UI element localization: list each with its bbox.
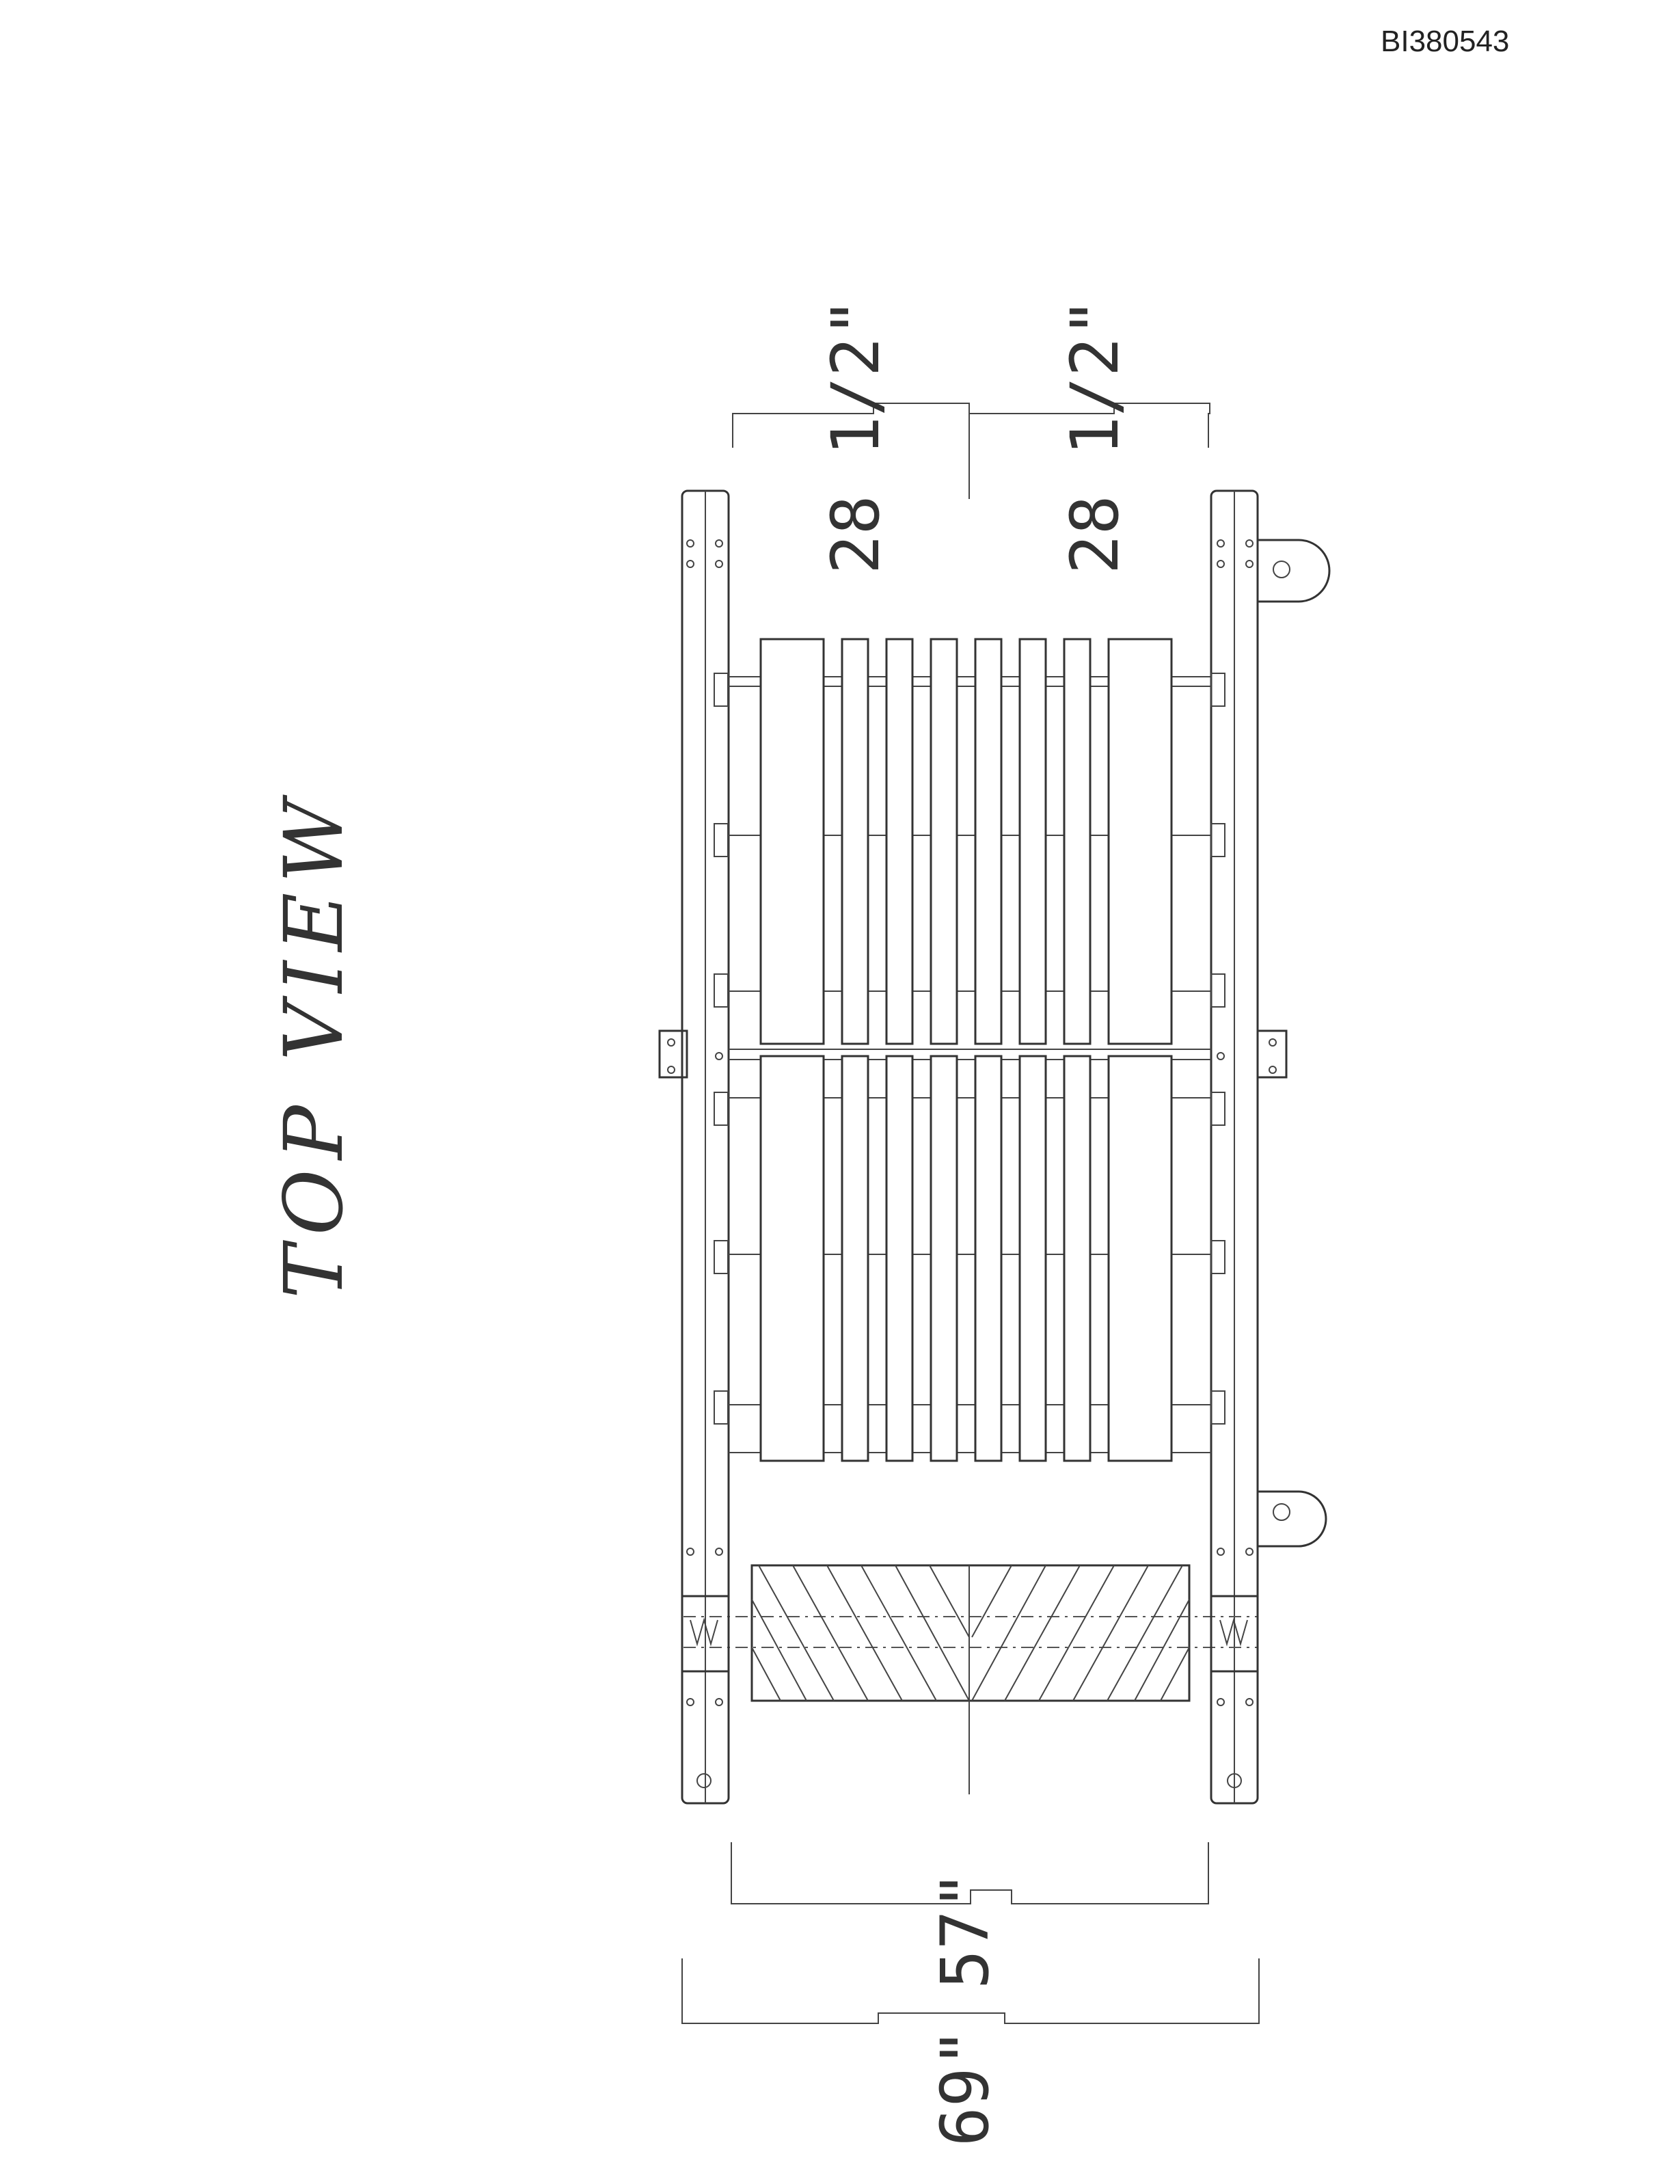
bottom-dimension-outer	[681, 1958, 1260, 2024]
dimension-inner-width: 57"	[927, 1871, 1003, 1989]
bearing-left	[681, 1595, 730, 1673]
top-dimension-lines	[732, 403, 1210, 499]
right-side-rail	[1210, 489, 1259, 1805]
view-label: TOP VIEW	[267, 790, 361, 1299]
center-bracket-right	[1256, 1029, 1288, 1079]
pad-group-lower	[759, 1055, 1173, 1462]
dimension-outer-width: 69"	[927, 2028, 1003, 2146]
center-bracket-left	[658, 1029, 688, 1079]
document-id: BI380543	[1381, 25, 1510, 58]
dimension-left-half: 28 1/2"	[817, 297, 894, 574]
brush-roller	[683, 1564, 1258, 1794]
bearing-right	[1210, 1595, 1259, 1673]
dimension-right-half: 28 1/2"	[1057, 297, 1133, 574]
left-side-rail	[681, 489, 730, 1805]
lifting-lug-bottom	[1258, 1490, 1327, 1548]
lifting-lug-top	[1258, 539, 1331, 603]
bottom-dimension-inner	[731, 1842, 1209, 1904]
pad-group-upper	[759, 638, 1173, 1045]
rail-clips	[714, 673, 1225, 1425]
bolt-marks	[667, 539, 1277, 1706]
